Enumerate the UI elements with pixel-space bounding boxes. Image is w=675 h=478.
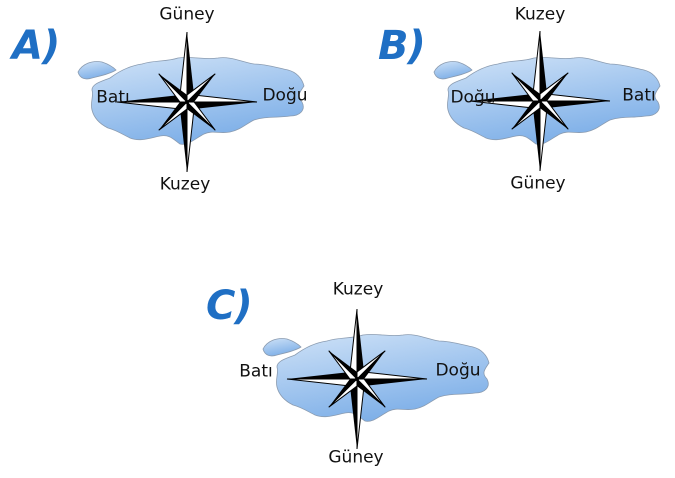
label-left: Doğu — [450, 87, 496, 108]
option-letter: A) — [12, 23, 60, 69]
label-top: Güney — [159, 4, 215, 25]
option-b[interactable]: B) Kuzey Güney Doğu Batı — [340, 0, 675, 200]
label-bottom: Güney — [510, 173, 566, 194]
label-left: Batı — [239, 361, 273, 382]
label-right: Batı — [622, 85, 656, 106]
label-top: Kuzey — [332, 279, 384, 300]
option-a[interactable]: A) Güney Kuzey Batı Doğu — [0, 0, 340, 200]
label-bottom: Güney — [328, 447, 384, 468]
label-right: Doğu — [262, 85, 308, 106]
label-top: Kuzey — [514, 4, 566, 25]
option-c[interactable]: C) Kuzey Güney Batı Doğu — [170, 270, 510, 478]
compass-rose-icon — [286, 308, 428, 450]
label-right: Doğu — [435, 360, 481, 381]
label-bottom: Kuzey — [159, 174, 211, 195]
compass-rose-icon — [116, 31, 258, 173]
option-letter: C) — [206, 283, 253, 329]
label-left: Batı — [96, 87, 130, 108]
option-letter: B) — [378, 23, 426, 69]
